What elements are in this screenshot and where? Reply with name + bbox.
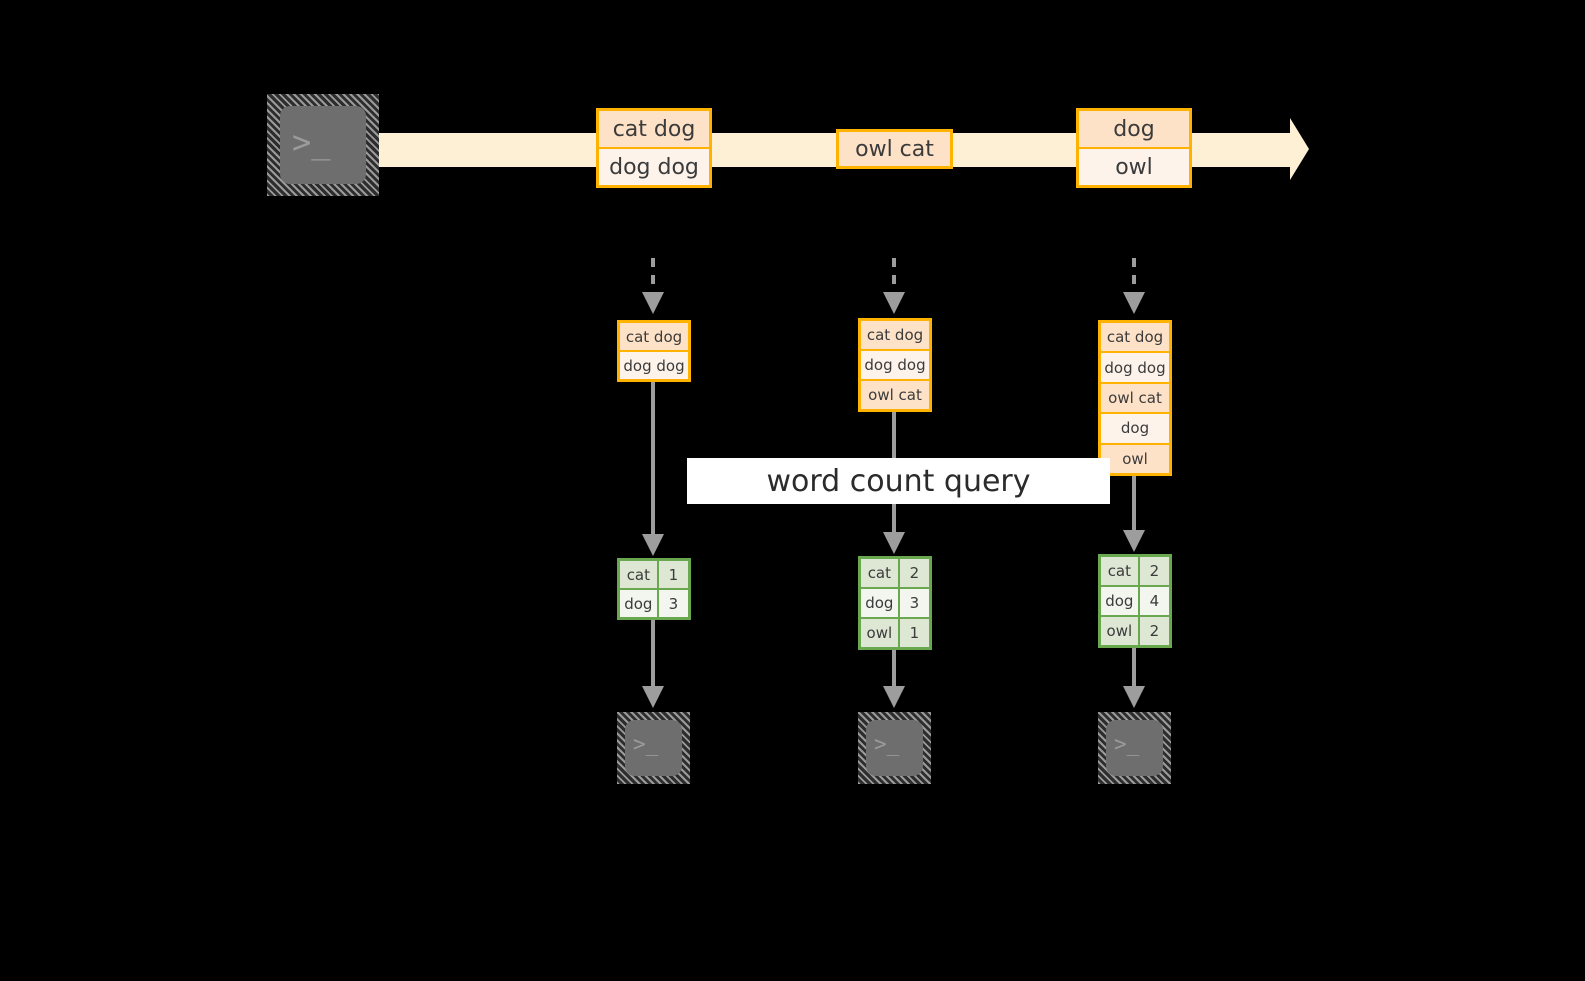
table-row: cat 2 (1101, 557, 1169, 585)
query-label: word count query (766, 463, 1031, 499)
snapshot-1-input-row: cat dog (620, 323, 688, 350)
snapshot-3-sink-arrow-down-icon (1123, 686, 1145, 708)
snapshot-3-input-row: owl cat (1101, 381, 1169, 413)
snapshot-3-result-table: cat 2 dog 4 owl 2 (1098, 554, 1172, 648)
terminal-prompt-glyph: >_ (1114, 732, 1140, 756)
table-row: dog 4 (1101, 585, 1169, 615)
terminal-prompt-glyph: >_ (292, 123, 331, 161)
stream-source-terminal-icon: >_ (267, 94, 379, 196)
snapshot-1-result-table: cat 1 dog 3 (617, 558, 691, 620)
stream-event-3: dog owl (1076, 108, 1192, 188)
snapshot-1-result-count: 1 (656, 561, 688, 588)
snapshot-3-query-line (1132, 476, 1136, 534)
snapshot-2-result-word: cat (861, 559, 898, 587)
stream-arrow-right-icon (1290, 118, 1312, 180)
snapshot-3-result-count: 2 (1137, 617, 1169, 645)
snapshot-1-query-line (651, 382, 655, 538)
stream-event-1: cat dog dog dog (596, 108, 712, 188)
terminal-prompt-glyph: >_ (874, 732, 900, 756)
stream-event-3-line-1: dog (1079, 111, 1189, 147)
snapshot-2-result-count: 3 (897, 589, 929, 617)
snapshot-1-stream-tap-arrow-down-icon (642, 292, 664, 314)
snapshot-2-result-count: 2 (897, 559, 929, 587)
snapshot-3-result-word: owl (1101, 617, 1138, 645)
snapshot-1-input-table: cat dog dog dog (617, 320, 691, 382)
snapshot-2-result-count: 1 (897, 619, 929, 647)
snapshot-2-result-word: dog (861, 589, 898, 617)
snapshot-3-input-row: owl (1101, 442, 1169, 474)
snapshot-1-query-arrow-down-icon (642, 534, 664, 556)
table-row: dog 3 (861, 587, 929, 617)
snapshot-2-sink-line (892, 650, 896, 688)
snapshot-3-stream-tap-arrow-down-icon (1123, 292, 1145, 314)
stream-event-1-line-2: dog dog (599, 147, 709, 185)
stream-event-1-line-1: cat dog (599, 111, 709, 147)
snapshot-2-result-table: cat 2 dog 3 owl 1 (858, 556, 932, 650)
snapshot-3-input-row: dog dog (1101, 351, 1169, 382)
snapshot-2-input-table: cat dog dog dog owl cat (858, 318, 932, 412)
stream-event-3-line-2: owl (1079, 147, 1189, 185)
snapshot-1-result-word: cat (620, 561, 657, 588)
snapshot-1-result-word: dog (620, 590, 657, 617)
stream-event-2-line-1: owl cat (839, 132, 950, 166)
snapshot-3-result-count: 4 (1137, 587, 1169, 615)
snapshot-3-result-word: cat (1101, 557, 1138, 585)
snapshot-3-input-table: cat dog dog dog owl cat dog owl (1098, 320, 1172, 476)
snapshot-2-input-row: cat dog (861, 321, 929, 349)
table-row: owl 1 (861, 617, 929, 647)
snapshot-2-sink-terminal-icon: >_ (858, 712, 931, 784)
snapshot-2-input-row: dog dog (861, 349, 929, 379)
snapshot-2-result-word: owl (861, 619, 898, 647)
table-row: dog 3 (620, 588, 688, 617)
snapshot-2-query-arrow-down-icon (883, 532, 905, 554)
table-row: cat 2 (861, 559, 929, 587)
snapshot-3-result-count: 2 (1137, 557, 1169, 585)
snapshot-1-stream-tap-line (651, 258, 655, 294)
snapshot-1-result-count: 3 (656, 590, 688, 617)
snapshot-1-sink-arrow-down-icon (642, 686, 664, 708)
snapshot-3-query-arrow-down-icon (1123, 530, 1145, 552)
table-row: cat 1 (620, 561, 688, 588)
snapshot-2-input-row: owl cat (861, 379, 929, 409)
snapshot-2-stream-tap-arrow-down-icon (883, 292, 905, 314)
table-row: owl 2 (1101, 615, 1169, 645)
snapshot-3-result-word: dog (1101, 587, 1138, 615)
snapshot-1-input-row: dog dog (620, 350, 688, 379)
snapshot-3-sink-terminal-icon: >_ (1098, 712, 1171, 784)
snapshot-3-stream-tap-line (1132, 258, 1136, 294)
query-label-band: word count query (687, 458, 1110, 504)
snapshot-1-sink-line (651, 620, 655, 688)
terminal-prompt-glyph: >_ (633, 732, 659, 756)
snapshot-2-sink-arrow-down-icon (883, 686, 905, 708)
snapshot-3-input-row: dog (1101, 412, 1169, 443)
snapshot-3-input-row: cat dog (1101, 323, 1169, 352)
stream-event-2: owl cat (836, 129, 953, 169)
snapshot-3-sink-line (1132, 648, 1136, 688)
snapshot-1-sink-terminal-icon: >_ (617, 712, 690, 784)
snapshot-2-stream-tap-line (892, 258, 896, 294)
